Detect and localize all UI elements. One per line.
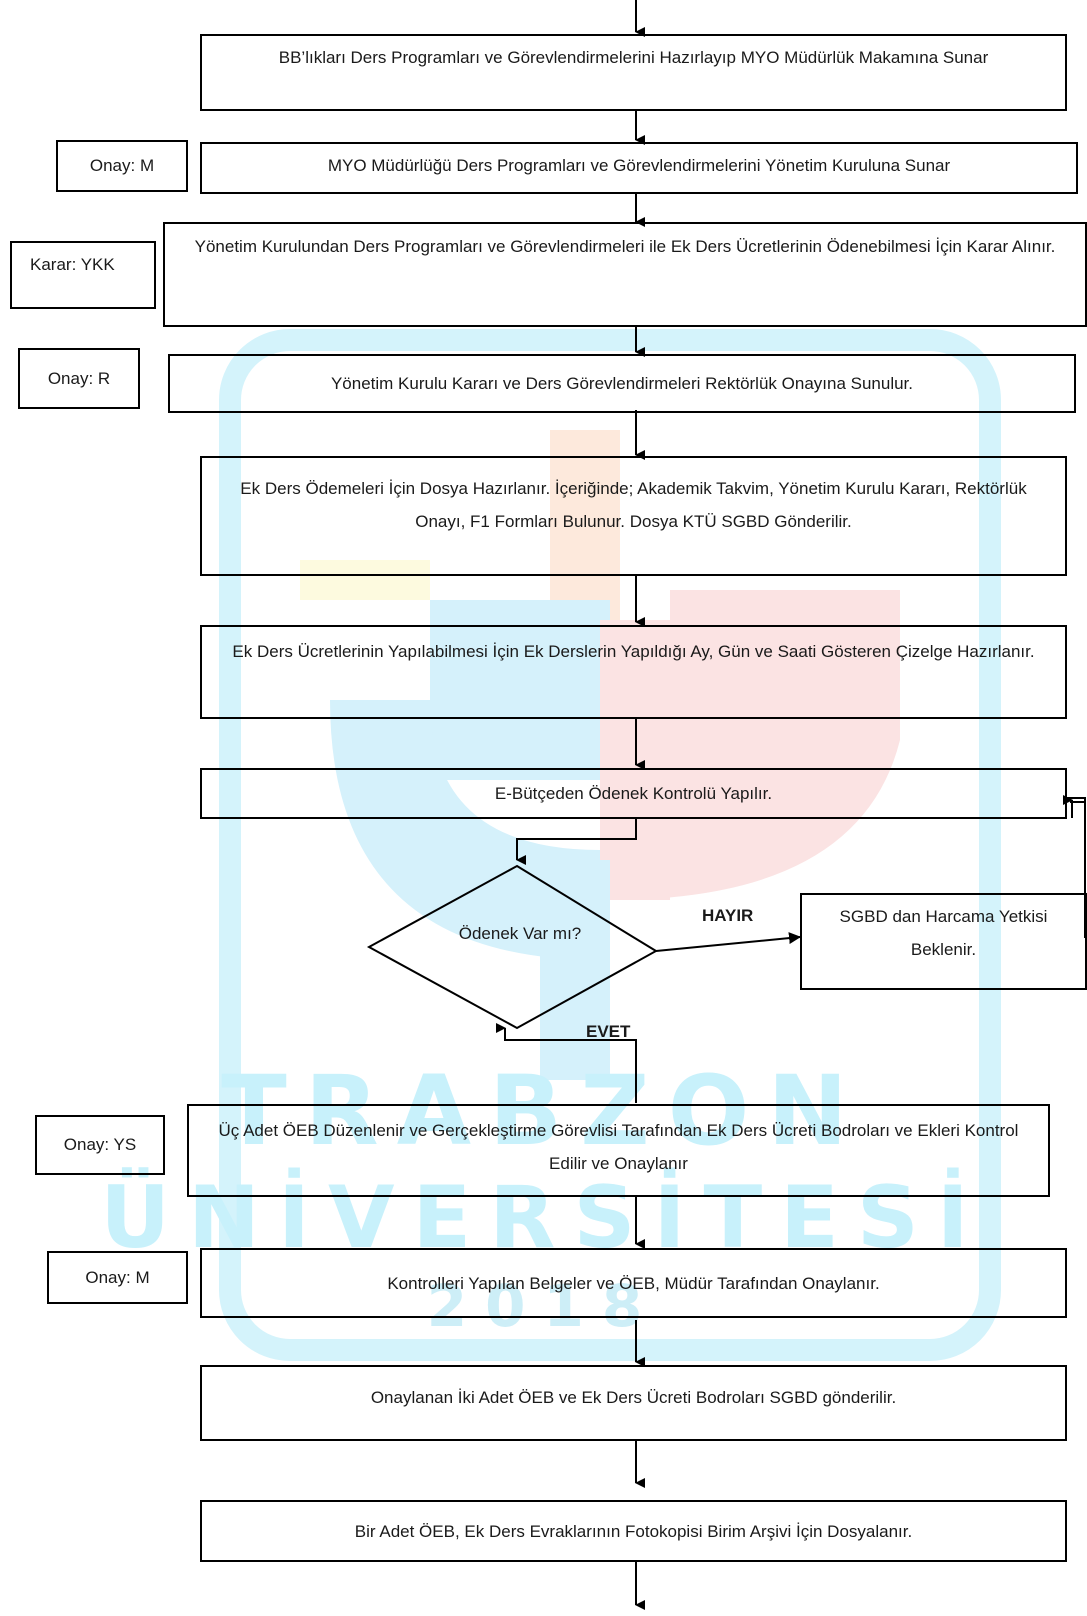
branch-no-label: HAYIR bbox=[702, 906, 754, 925]
step-2-text: MYO Müdürlüğü Ders Programları ve Görevl… bbox=[327, 156, 951, 175]
tag-step-4: Onay: R bbox=[18, 348, 140, 409]
step-5-text: Ek Ders Ödemeleri İçin Dosya Hazırlanır.… bbox=[240, 479, 1027, 531]
branch-yes-label: EVET bbox=[586, 1022, 631, 1041]
decision-diamond bbox=[366, 864, 658, 1030]
arrow-yes bbox=[496, 1023, 637, 1103]
side-wait-box: SGBD dan Harcama Yetkisi Beklenir. bbox=[800, 893, 1087, 990]
step-9-text: Kontrolleri Yapılan Belgeler ve ÖEB, Müd… bbox=[387, 1273, 880, 1293]
step-4-text: Yönetim Kurulu Kararı ve Ders Görevlendi… bbox=[330, 374, 914, 393]
step-1-box: BB’lıkları Ders Programları ve Görevlend… bbox=[200, 34, 1067, 111]
tag-step-8: Onay: YS bbox=[35, 1115, 165, 1175]
tag-step-3-text: Karar: YKK bbox=[30, 255, 115, 274]
tag-step-3: Karar: YKK bbox=[10, 241, 156, 309]
step-3-box: Yönetim Kurulundan Ders Programları ve G… bbox=[163, 222, 1087, 327]
watermark-line-1: TRABZON bbox=[221, 1055, 866, 1167]
step-4-box: Yönetim Kurulu Kararı ve Ders Görevlendi… bbox=[168, 354, 1076, 413]
step-10-box: Onaylanan İki Adet ÖEB ve Ek Ders Ücreti… bbox=[200, 1365, 1067, 1441]
step-10-text: Onaylanan İki Adet ÖEB ve Ek Ders Ücreti… bbox=[370, 1388, 897, 1407]
step-1-text: BB’lıkları Ders Programları ve Görevlend… bbox=[278, 48, 989, 67]
tag-step-9-text: Onay: M bbox=[85, 1267, 150, 1287]
tag-step-2-text: Onay: M bbox=[89, 156, 155, 175]
step-8-text: Üç Adet ÖEB Düzenlenir ve Gerçekleştirme… bbox=[218, 1121, 1019, 1173]
step-11-box: Bir Adet ÖEB, Ek Ders Evraklarının Fotok… bbox=[200, 1500, 1067, 1562]
tag-step-2: Onay: M bbox=[56, 140, 188, 192]
step-11-text: Bir Adet ÖEB, Ek Ders Evraklarının Fotok… bbox=[354, 1521, 913, 1541]
step-9-box: Kontrolleri Yapılan Belgeler ve ÖEB, Müd… bbox=[200, 1248, 1067, 1318]
tag-step-9: Onay: M bbox=[47, 1251, 188, 1304]
step-5-box: Ek Ders Ödemeleri İçin Dosya Hazırlanır.… bbox=[200, 456, 1067, 576]
step-7-text: E-Bütçeden Ödenek Kontrolü Yapılır. bbox=[494, 784, 773, 803]
step-2-box: MYO Müdürlüğü Ders Programları ve Görevl… bbox=[200, 142, 1078, 194]
step-6-text: Ek Ders Ücretlerinin Yapılabilmesi İçin … bbox=[232, 642, 1035, 661]
tag-step-8-text: Onay: YS bbox=[63, 1135, 137, 1154]
step-3-text: Yönetim Kurulundan Ders Programları ve G… bbox=[194, 237, 1056, 256]
step-6-box: Ek Ders Ücretlerinin Yapılabilmesi İçin … bbox=[200, 625, 1067, 719]
return-line bbox=[1070, 801, 1086, 938]
step-8-box: Üç Adet ÖEB Düzenlenir ve Gerçekleştirme… bbox=[187, 1104, 1050, 1197]
tag-step-4-text: Onay: R bbox=[47, 368, 111, 388]
step-7-box: E-Bütçeden Ödenek Kontrolü Yapılır. bbox=[200, 768, 1067, 819]
side-wait-text: SGBD dan Harcama Yetkisi Beklenir. bbox=[839, 907, 1048, 959]
arrow-7-decision bbox=[516, 819, 637, 865]
decision-text: Ödenek Var mı? bbox=[458, 924, 582, 943]
arrow-no bbox=[655, 932, 801, 952]
watermark-line-2: ÜNİVERSİTESİ bbox=[100, 1168, 987, 1268]
watermark-line-3: 2018 bbox=[426, 1272, 661, 1340]
